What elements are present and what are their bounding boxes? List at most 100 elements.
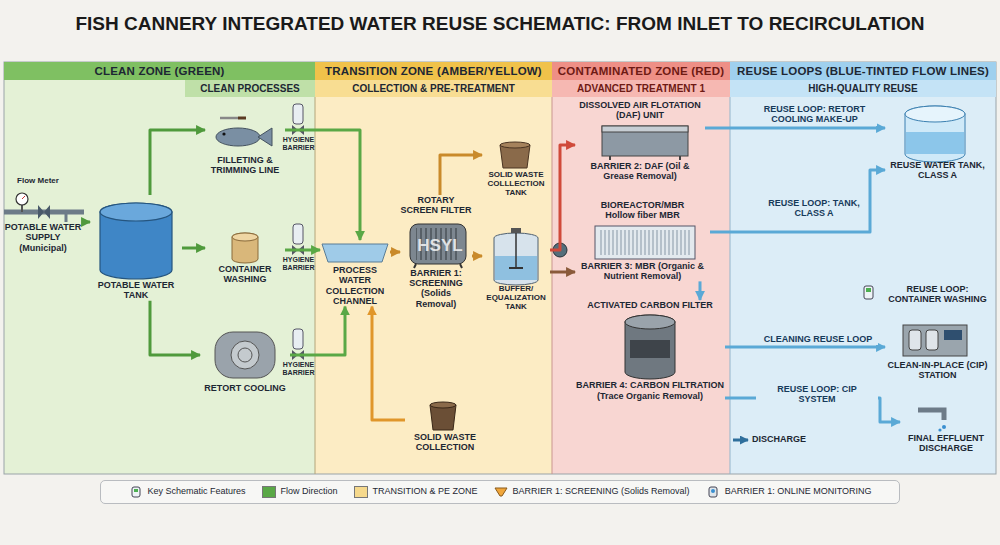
reuse-tank-icon [905, 106, 965, 162]
discharge-arrow [733, 440, 748, 441]
zone-subheading: CLEAN PROCESSES [185, 80, 315, 97]
equipment-box: FINAL EFFLUENT DISCHARGE [900, 405, 992, 454]
rotary-screen-icon [414, 264, 416, 268]
flow-connector [705, 127, 885, 130]
waste-bin-icon [500, 142, 530, 148]
equipment-label: CONTAINER WASHING [205, 264, 285, 285]
zone-ground [315, 62, 316, 474]
flow-connector [699, 281, 702, 300]
legend-text: BARRIER 1: ONLINE MONITORING [725, 487, 872, 497]
discharge-arrow [733, 439, 748, 442]
flow-connector [290, 306, 345, 355]
equipment-label: BIOREACTOR/MBR [575, 200, 710, 210]
hygiene-barrier-icon [293, 104, 303, 124]
equipment-label: CLEAN-IN-PLACE (CIP) STATION [885, 360, 990, 381]
zone-ground [730, 62, 996, 474]
zone-ground [315, 62, 552, 474]
container-icon [232, 233, 258, 263]
fish-icon [216, 128, 260, 146]
zone-band: CLEAN ZONE (GREEN)CLEAN PROCESSESPOTABLE… [4, 62, 315, 474]
zone-ground [552, 62, 553, 474]
legend-text: Key Schematic Features [148, 487, 246, 497]
flow-connector [710, 170, 885, 232]
equipment-box: FILLETING & TRIMMING LINE [205, 110, 285, 176]
cip-station-icon [903, 325, 967, 356]
retort-icon [238, 348, 252, 362]
flow-label: REUSE LOOP: CIP SYSTEM [756, 383, 878, 406]
daf-unit-icon [679, 156, 681, 160]
cip-station-icon [944, 330, 962, 340]
equipment-label: SOLID WASTE COLLECTION [405, 432, 485, 453]
outfall-icon [918, 410, 946, 432]
channel-icon [322, 244, 388, 262]
diagram-title: FISH CANNERY INTEGRATED WATER REUSE SCHE… [0, 12, 1000, 36]
daf-unit-icon [609, 156, 611, 160]
mbr-icon [595, 226, 695, 259]
legend-swatch [262, 486, 276, 498]
equipment-label: PROCESS WATER COLLECTION CHANNEL [320, 265, 390, 306]
flow-label: REUSE LOOP: TANK, CLASS A [762, 197, 866, 220]
hygiene-barrier-icon [293, 329, 303, 349]
equipment-label: ROTARY SCREEN FILTER [400, 195, 472, 216]
flow-connector [550, 271, 575, 274]
legend-box: Key Schematic Features Flow Direction TRAN… [100, 480, 900, 504]
legend-text: TRANSITION & PE ZONE [373, 487, 478, 497]
legend-icon [134, 489, 138, 492]
equipment-label: FILLETING & TRIMMING LINE [205, 155, 285, 176]
zone-ground [730, 62, 731, 474]
equipment-label: SOLID WASTE COLLLECTION TANK [482, 170, 550, 198]
legend-text: Flow Direction [281, 487, 338, 497]
barrier-note: BARRIER 4: CARBON FILTRATION (Trace Orga… [575, 380, 725, 401]
flow-label: CLEANING REUSE LOOP [758, 333, 878, 345]
container-icon [232, 233, 258, 241]
flow-label: REUSE LOOP: RETORT COOLING MAKE-UP [752, 103, 877, 126]
zone-ground [4, 62, 996, 474]
supply-pipe-icon [4, 193, 84, 222]
legend-text: BARRIER 1: SCREENING (Solids Removal) [513, 487, 690, 497]
zone-band: CONTAMINATED ZONE (RED)ADVANCED TREATMEN… [552, 62, 730, 474]
zone-subheading: HIGH-QUALITY REUSE [730, 80, 996, 97]
supply-pipe-icon [65, 214, 68, 222]
zone-heading: CONTAMINATED ZONE (RED) [552, 62, 730, 80]
barrier-tag: HYGIENE BARRIER [280, 361, 317, 377]
equipment-box: POTABLE WATER SUPPLY (Municipal) [4, 190, 82, 253]
equipment-label: DISSOLVED AIR FLOTATION (DAF) UNIT [575, 100, 705, 121]
buffer-tank-icon [511, 228, 521, 233]
legend-item: Key Schematic Features [129, 486, 246, 498]
potable-tank-icon [100, 203, 172, 279]
watermark: HSYL [410, 236, 470, 256]
zone-ground [4, 62, 996, 474]
potable-tank-icon [100, 203, 172, 279]
fish-icon [220, 117, 238, 120]
flow-connector [550, 145, 575, 250]
online-monitor-icon [864, 286, 873, 299]
supply-pipe-icon [22, 196, 25, 199]
legend-icon [494, 486, 508, 498]
reuse-tank-icon [905, 106, 965, 162]
legend-swatch [354, 486, 368, 498]
barrier-note: BARRIER 2: DAF (Oil & Grease Removal) [575, 161, 705, 182]
retort-icon [215, 332, 275, 378]
waste-bin-icon [430, 405, 456, 430]
daf-unit-icon [602, 126, 688, 156]
equipment-box: PROCESS WATER COLLECTION CHANNEL [320, 240, 390, 306]
zone-ground [4, 62, 315, 474]
equipment-box: CLEAN-IN-PLACE (CIP) STATION [885, 320, 990, 381]
note-label: Flow Meter [8, 176, 68, 185]
equipment-label: POTABLE WATER SUPPLY (Municipal) [4, 222, 82, 253]
equipment-label: FINAL EFFLUENT DISCHARGE [900, 433, 992, 454]
equipment-box: DISSOLVED AIR FLOTATION (DAF) UNIT BARRIE… [575, 100, 705, 181]
fish-icon [238, 117, 246, 120]
fish-icon [216, 118, 272, 146]
equipment-label: RETORT COOLING [200, 383, 290, 393]
barrier-tag: HYGIENE BARRIER [280, 136, 317, 152]
mbr-icon [600, 230, 690, 255]
container-icon [232, 233, 258, 263]
equipment-box: BUFFER/ EQUALIZATION TANK [482, 228, 550, 312]
zone-band: TRANSITION ZONE (AMBER/YELLOW)COLLECTION… [315, 62, 552, 474]
legend-icon [129, 486, 143, 498]
legend-icon [709, 487, 717, 497]
equipment-box: REUSE WATER TANK, CLASS A [885, 102, 990, 181]
online-monitor-icon [864, 286, 873, 299]
outfall-icon [918, 410, 944, 420]
